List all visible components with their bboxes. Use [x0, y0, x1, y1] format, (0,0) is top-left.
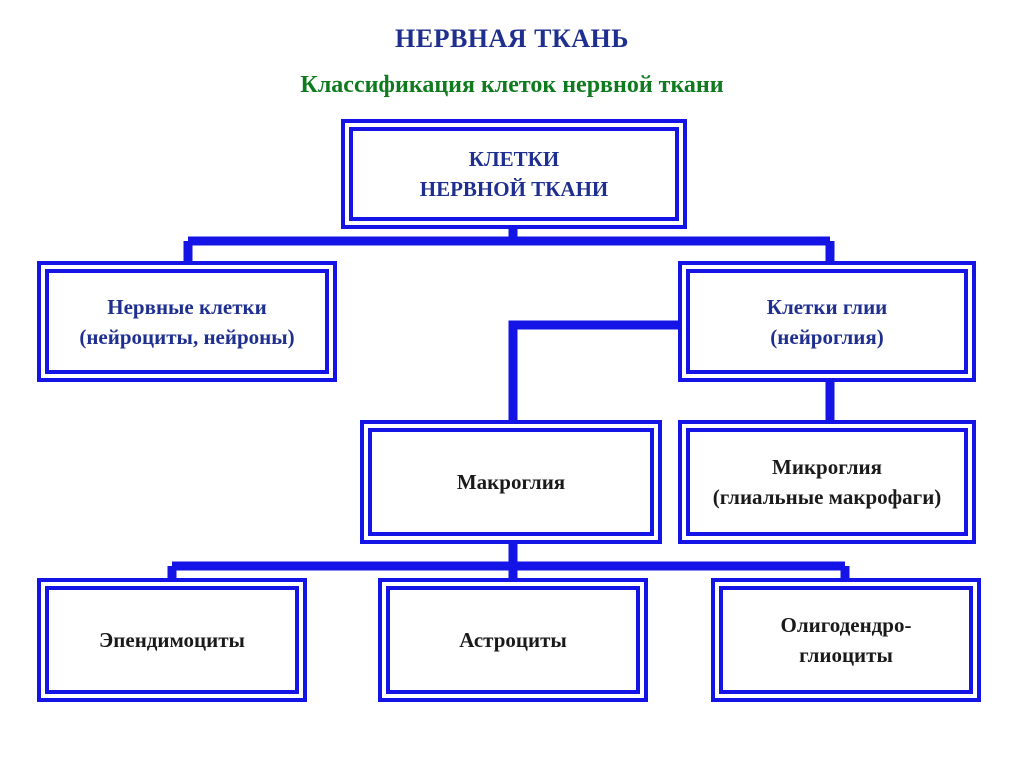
node-ependymocytes: Эпендимоциты — [37, 578, 307, 702]
node-ependymocytes-line1: Эпендимоциты — [99, 628, 245, 652]
node-astrocytes: Астроциты — [378, 578, 648, 702]
node-microglia-line1: Микроглия — [772, 455, 882, 479]
node-oligodendrocytes-line2: глиоциты — [799, 643, 893, 667]
node-neurons-frame: Нервные клетки (нейроциты, нейроны) — [45, 269, 329, 374]
node-macroglia: Макроглия — [360, 420, 662, 544]
node-glia-frame: Клетки глии (нейроглия) — [686, 269, 968, 374]
node-macroglia-frame: Макроглия — [368, 428, 654, 536]
node-astrocytes-line1: Астроциты — [459, 628, 567, 652]
node-astrocytes-frame: Астроциты — [386, 586, 640, 694]
node-oligodendrocytes-line1: Олигодендро- — [780, 613, 912, 637]
connector-glia-to-macroglia — [508, 320, 682, 424]
node-glia: Клетки глии (нейроглия) — [678, 261, 976, 382]
node-neurons: Нервные клетки (нейроциты, нейроны) — [37, 261, 337, 382]
node-macroglia-line1: Макроглия — [456, 470, 566, 494]
page-title: НЕРВНАЯ ТКАНЬ — [395, 24, 629, 53]
node-microglia-frame: Микроглия (глиальные макрофаги) — [686, 428, 968, 536]
node-root: КЛЕТКИ НЕРВНОЙ ТКАНИ — [341, 119, 687, 229]
node-neurons-line2: (нейроциты, нейроны) — [79, 324, 295, 349]
node-glia-line1: Клетки глии — [766, 294, 888, 319]
node-neurons-line1: Нервные клетки — [107, 294, 267, 319]
node-glia-line2: (нейроглия) — [770, 324, 884, 349]
node-microglia-line2: (глиальные макрофаги) — [712, 485, 942, 509]
page-subtitle: Классификация клеток нервной ткани — [300, 72, 724, 98]
node-root-line2: НЕРВНОЙ ТКАНИ — [419, 177, 609, 201]
node-oligodendrocytes-frame: Олигодендро- глиоциты — [719, 586, 973, 694]
node-ependymocytes-frame: Эпендимоциты — [45, 586, 299, 694]
node-microglia: Микроглия (глиальные макрофаги) — [678, 420, 976, 544]
node-root-frame: КЛЕТКИ НЕРВНОЙ ТКАНИ — [349, 127, 679, 221]
node-oligodendrocytes: Олигодендро- глиоциты — [711, 578, 981, 702]
node-root-line1: КЛЕТКИ — [468, 147, 560, 171]
